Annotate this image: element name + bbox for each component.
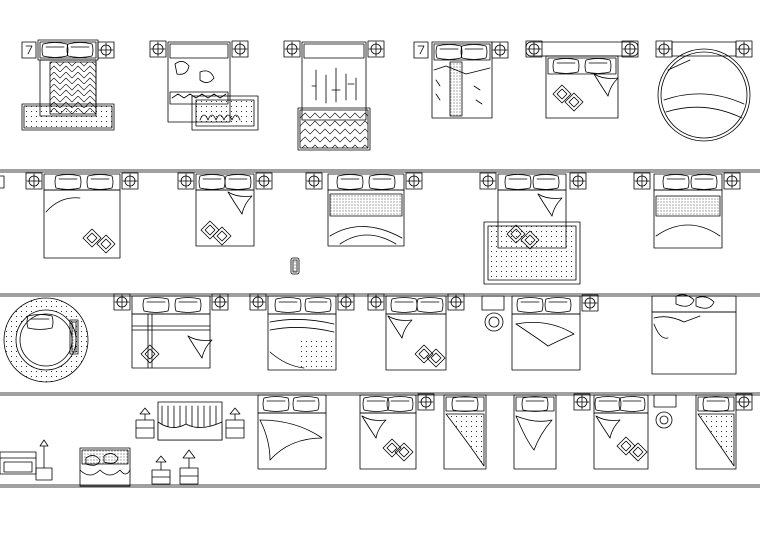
row-divider-4 [0,484,760,488]
bed-block-5[interactable] [525,40,639,119]
bed-block-4[interactable] [413,41,509,119]
bed-block-20[interactable] [443,394,487,470]
bed-block-12[interactable] [3,297,89,383]
bed-block-15[interactable] [367,293,465,371]
bed-block-13[interactable] [113,293,229,369]
row-divider-1 [0,169,760,173]
bed-block-16[interactable] [481,294,599,371]
bed-block-6[interactable] [655,40,753,142]
bed-block-2[interactable] [149,40,259,131]
elevation-1[interactable] [0,439,53,481]
bed-block-10[interactable] [479,172,587,285]
elevation-2[interactable] [79,447,131,487]
bed-block-14[interactable] [249,293,355,371]
bed-block-11[interactable] [633,172,741,249]
bed-block-3[interactable] [283,40,385,151]
bed-block-19[interactable] [359,393,435,470]
bed-block-17[interactable] [651,294,737,375]
elevation-4[interactable] [135,401,245,441]
bed-block-21[interactable] [513,394,557,470]
bed-block-8[interactable] [177,172,300,275]
bed-block-7[interactable] [0,172,139,259]
bed-block-1[interactable] [21,39,115,131]
bed-block-18[interactable] [257,394,327,470]
bed-block-22[interactable] [573,393,677,470]
bed-block-23[interactable] [695,393,753,470]
elevation-3[interactable] [151,449,199,485]
bed-block-9[interactable] [305,172,423,247]
